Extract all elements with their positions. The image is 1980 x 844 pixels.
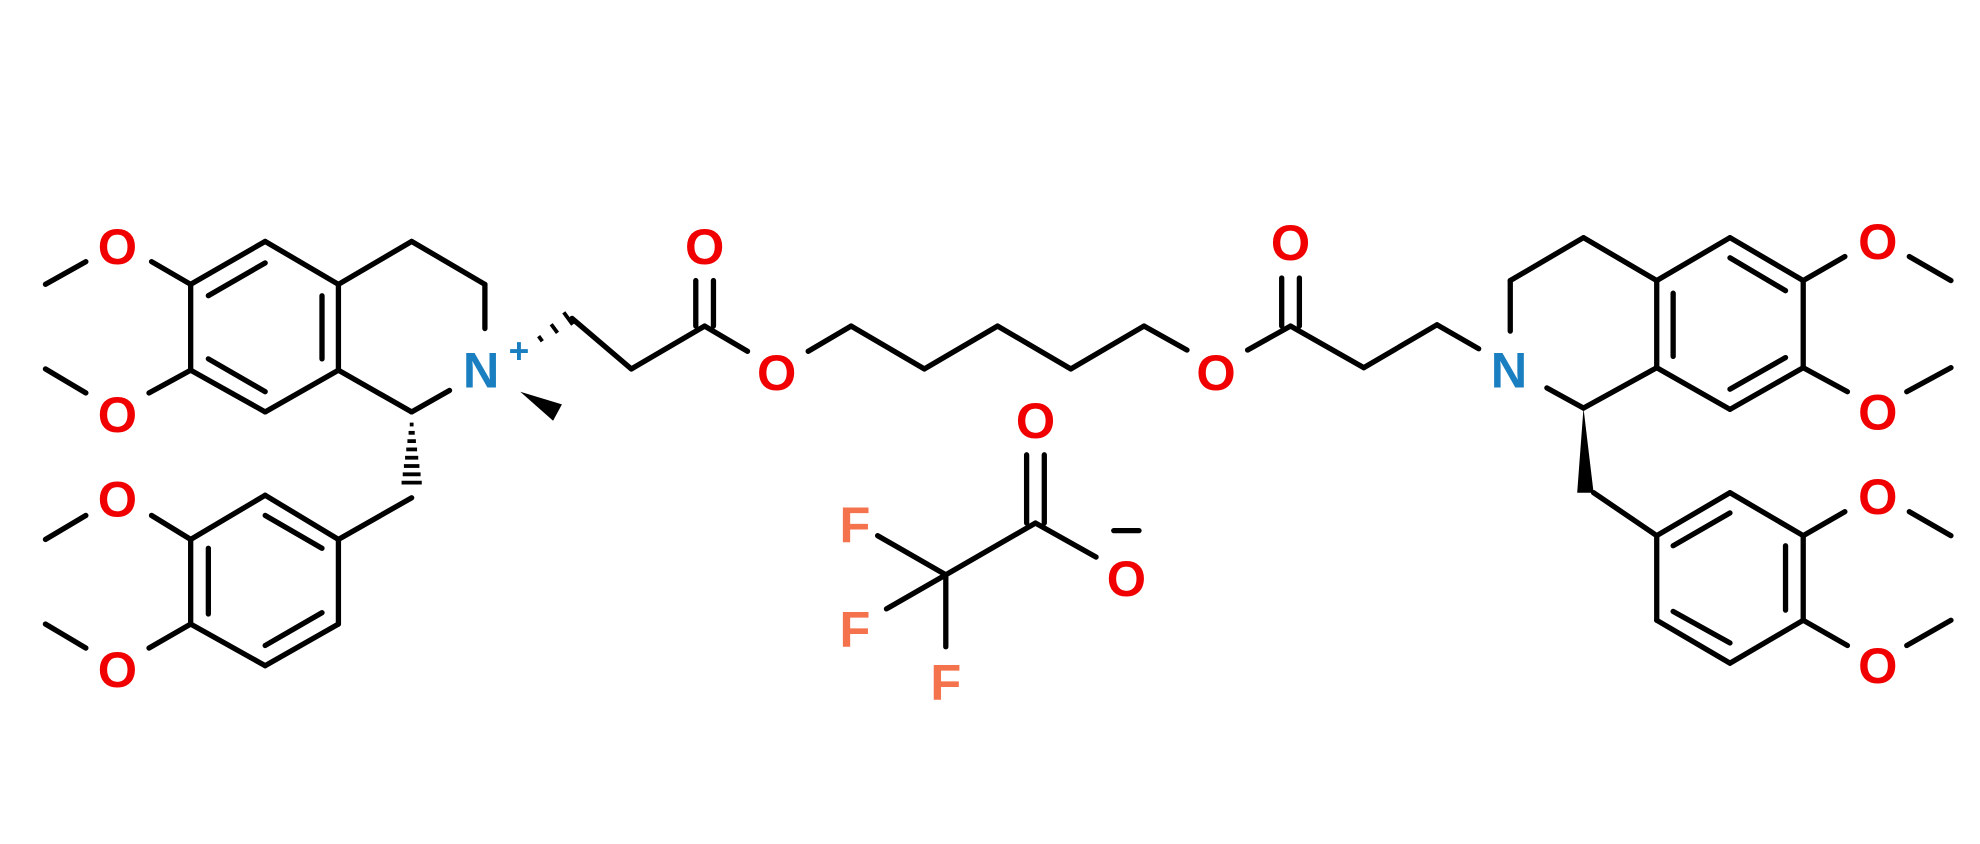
bond (205, 260, 268, 299)
bond (188, 621, 268, 669)
bond (42, 512, 89, 543)
wedge-bond (1577, 408, 1594, 493)
bond (262, 238, 342, 288)
bond (1727, 490, 1806, 539)
bond (409, 238, 488, 288)
bond (1654, 617, 1733, 666)
bond (1727, 354, 1789, 392)
bond (1580, 365, 1660, 411)
oxygen-atom-label: O (98, 641, 137, 698)
bond (1580, 234, 1660, 284)
bond (1800, 617, 1851, 649)
hashed-bond (537, 334, 544, 343)
oxygen-atom-label: O (98, 218, 137, 275)
bond (1507, 234, 1587, 284)
bond (883, 572, 949, 612)
oxygen-atom-label: O (1858, 383, 1897, 440)
bond (1727, 255, 1789, 294)
wedge-bond (520, 391, 562, 421)
bond (42, 258, 89, 288)
bonds (42, 234, 1954, 669)
oxygen-atom-label: O (1107, 550, 1146, 607)
bond (188, 238, 268, 288)
bond (1141, 323, 1190, 353)
bond (1590, 490, 1660, 539)
bond (335, 495, 415, 543)
oxygen-atom-label: O (1271, 214, 1310, 271)
bond (335, 238, 415, 288)
bond (1654, 490, 1733, 539)
bond (262, 492, 342, 543)
bond (1800, 509, 1848, 539)
oxygen-atom-label: O (1196, 344, 1235, 401)
bond (1904, 617, 1954, 649)
bond (205, 356, 268, 395)
hashed-bond (562, 311, 575, 326)
bond (188, 367, 268, 415)
bond (1800, 253, 1848, 284)
bond (874, 532, 949, 578)
bond (146, 367, 194, 396)
bond (1068, 323, 1147, 372)
bond (943, 520, 1039, 578)
bond (1904, 365, 1954, 395)
oxygen-atom-label: O (685, 218, 724, 275)
bond (188, 492, 268, 543)
bond (148, 512, 194, 543)
oxygen-atom-label: O (1858, 468, 1897, 525)
bond (262, 610, 325, 649)
oxygen-atom-label: O (1858, 213, 1897, 270)
oxygen-atom-label: O (1016, 392, 1055, 449)
bond (1287, 323, 1367, 371)
bond (1361, 322, 1440, 371)
bond (1654, 365, 1733, 413)
bond (1906, 253, 1954, 284)
bond (42, 621, 89, 651)
oxygen-atom-label: O (98, 471, 137, 528)
bond (335, 367, 415, 415)
nitrogen-atom-label: N (463, 342, 499, 399)
bond (1434, 322, 1482, 352)
bond (1727, 365, 1806, 413)
bond (994, 323, 1074, 372)
bond (848, 323, 927, 372)
oxygen-atom-label: O (1858, 637, 1897, 694)
oxygen-atom-label: O (98, 386, 137, 443)
bond (921, 323, 1001, 372)
bond (42, 366, 89, 396)
bond (1906, 509, 1954, 539)
bond (805, 323, 854, 354)
bond (262, 367, 342, 415)
bond (1670, 510, 1733, 549)
bond (409, 387, 453, 415)
oxygen-atom-label: O (757, 344, 796, 401)
fluorine-atom-label: F (839, 496, 870, 553)
bond (262, 512, 325, 551)
bond (262, 621, 342, 669)
bond (1544, 385, 1587, 411)
bond (1032, 520, 1099, 560)
bond (1654, 234, 1733, 284)
bond (146, 621, 194, 651)
bond (701, 323, 751, 354)
bond (1727, 234, 1806, 284)
negative-charge: − (1116, 507, 1137, 546)
bond (1244, 323, 1294, 353)
bond (569, 315, 635, 372)
hashed-bond (549, 323, 560, 335)
bond (628, 323, 708, 372)
positive-charge: + (509, 332, 530, 371)
bond (1670, 608, 1733, 646)
bond (1727, 617, 1806, 666)
nitrogen-atom-label: N (1491, 342, 1527, 399)
fluorine-atom-label: F (839, 601, 870, 658)
bond (148, 258, 194, 288)
bond (1800, 365, 1851, 395)
fluorine-atom-label: F (930, 654, 961, 711)
